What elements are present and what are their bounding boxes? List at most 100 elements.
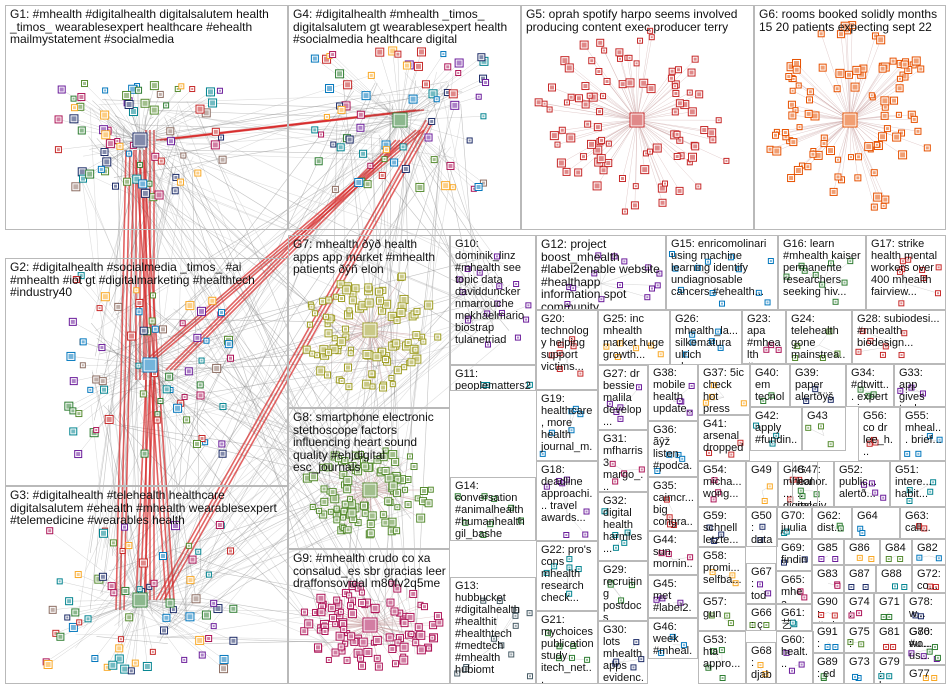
group-label: G49: [751, 464, 774, 476]
group-label: G12: project boost_mhealth #label2enable…: [541, 238, 662, 310]
group-box-g26: G26: mhealth_la... silkematura ulrich eb…: [670, 310, 742, 365]
group-label: G6: rooms booked solidly months 15 20 pa…: [759, 8, 942, 33]
group-label: G40: em tecnolo... móveis saúde...: [755, 367, 786, 407]
group-box-g63: G63: call...: [900, 507, 946, 539]
group-box-g45: G45: met #label2...: [648, 575, 698, 618]
group-label: G23: apa #mhealth #anger #ptsd...: [747, 313, 782, 364]
group-box-g41: G41: arsenal dropped...: [698, 415, 750, 461]
group-label: G68: djab...: [751, 645, 772, 684]
group-label: G43: [807, 410, 842, 422]
group-label: G73: [849, 656, 870, 668]
group-box-g50: G50: data miss...: [746, 507, 778, 547]
group-label: G79: ban...: [879, 656, 900, 684]
group-box-g48: G48: mheal... digital...: [778, 461, 818, 507]
group-box-g43: G43: [802, 407, 846, 451]
group-label: G16: learn #mhealth kaiser permanente re…: [783, 238, 862, 298]
group-label: G70: juulia...: [781, 510, 808, 539]
group-label: G81: [879, 626, 900, 638]
group-label: G52: public... alertð...: [839, 464, 886, 500]
group-box-g79: G79: ban...: [874, 653, 904, 684]
group-box-g64: G64: [852, 507, 900, 539]
group-label: G80: wo...: [909, 626, 942, 650]
group-label: G21: mychoices publication study itech_n…: [541, 614, 594, 684]
group-label: G8: smartphone electronic stethoscope fa…: [293, 411, 446, 474]
group-box-g59: G59: schnell letzte...: [698, 507, 746, 547]
group-label: G15: enricomolinari using machine learni…: [671, 238, 774, 298]
group-box-g33: G33: app gives tools...: [894, 364, 946, 407]
group-label: G85: [817, 542, 840, 554]
group-label: G3: #digitalhealth #telehealth healthcar…: [10, 489, 284, 527]
group-label: G22: pro's cons mhealth research check..…: [541, 544, 594, 604]
group-box-g7: G7: mhealth ðŷð health apps app market #…: [288, 235, 450, 408]
group-box-g13: G13: hubbucket #digitalhealth #healthit …: [450, 577, 536, 684]
group-label: G60: healt...: [781, 634, 810, 670]
group-box-g74: G74: one...: [844, 593, 874, 623]
group-label: G41: arsenal dropped...: [703, 418, 746, 461]
group-box-g38: G38: mobile health update...: [648, 364, 698, 421]
group-label: G51: intere... habit...: [895, 464, 942, 500]
group-label: G46: week #mheal...: [653, 621, 694, 659]
group-label: G28: subiodesi... #mhealth biodesign...: [857, 313, 942, 349]
group-label: G38: mobile health update...: [653, 367, 694, 421]
group-label: G9: #mhealth crudo co xa consalud_es sbr…: [293, 552, 446, 590]
group-box-g34: G34: #dtwitt... expert aimam...: [846, 364, 894, 407]
group-label: G74: one...: [849, 596, 870, 623]
group-label: G42: apply #fundin...: [755, 410, 798, 451]
group-label: G14: conversation #animalhealth #humanhe…: [455, 480, 532, 541]
group-box-g87: G87: [844, 565, 876, 593]
group-box-g30: G30: lots mhealth apps evidenc...: [598, 621, 648, 684]
group-box-g19: G19: healthcare, more health journal_m..…: [536, 390, 598, 461]
group-box-g31: G31: mfharris3 margo_... health...: [598, 430, 648, 492]
group-label: G24: telehealth gone mainstrea...: [791, 313, 848, 364]
group-box-g4: G4: #digitalhealth #mhealth _timos_ digi…: [288, 5, 521, 230]
group-box-g57: G57: gun: [698, 593, 746, 631]
group-label: G11: peoplematters2: [455, 368, 532, 391]
group-label: G64: [857, 510, 896, 522]
group-box-g11: G11: peoplematters2: [450, 365, 536, 391]
group-box-g81: G81: [874, 623, 904, 653]
group-box-g60: G60: healt...: [776, 631, 814, 684]
group-label: G25: inc mhealth market huge growth...: [603, 313, 666, 361]
group-box-g72: G72: co...: [912, 565, 946, 593]
group-label: G90: #mh...: [817, 596, 840, 623]
group-box-g77: G77: [904, 665, 946, 684]
group-box-g17: G17: strike health mental workers over 4…: [866, 235, 946, 310]
group-label: G91: pre...: [817, 626, 840, 653]
group-box-g46: G46: week #mheal...: [648, 618, 698, 659]
group-box-g3: G3: #digitalhealth #telehealth healthcar…: [5, 486, 288, 684]
group-box-g36: G36: ãŷž listen #podca... mhealth...: [648, 421, 698, 477]
group-label: G39: paper alertðÿš very...: [795, 367, 842, 407]
group-label: G61: 艺典...: [781, 607, 808, 631]
group-label: G88: [881, 568, 908, 580]
group-box-g22: G22: pro's cons mhealth research check..…: [536, 541, 598, 611]
group-label: G1: #mhealth #digitalhealth digitalsalut…: [10, 8, 284, 46]
group-box-g56: G56: co dr lee_h...: [858, 407, 900, 461]
group-label: G58: promi... selfba...: [703, 550, 742, 586]
group-label: G19: healthcare, more health journal_m..…: [541, 393, 594, 461]
group-box-g53: G53: hta appro...: [698, 631, 746, 684]
group-label: G26: mhealth_la... silkematura ulrich eb…: [675, 313, 738, 365]
group-box-g84: G84: [880, 539, 912, 565]
group-label: G37: 5ic check hot press septem...: [703, 367, 746, 415]
group-box-g89: G89: ed: [812, 653, 844, 684]
group-label: G2: #digitalhealth #socialmedia _timos_ …: [10, 261, 284, 299]
group-label: G4: #digitalhealth #mhealth _timos_ digi…: [293, 8, 517, 46]
group-label: G62: dist...: [817, 510, 848, 534]
group-label: G55: mheal... brief...: [905, 410, 942, 446]
group-label: G29: recruiting postdocs wustlm...: [603, 564, 644, 621]
group-label: G34: #dtwitt... expert aimam...: [851, 367, 890, 407]
group-box-g73: G73: [844, 653, 874, 684]
group-label: G30: lots mhealth apps evidenc...: [603, 624, 644, 684]
group-box-g54: G54: micha... wong...: [698, 461, 746, 507]
group-box-g5: G5: oprah spotify harpo seems involved p…: [521, 5, 754, 230]
group-label: G65: mhea...: [781, 574, 808, 604]
group-box-g86: G86: [844, 539, 880, 565]
group-box-g39: G39: paper alertðÿš very...: [790, 364, 846, 407]
group-box-g62: G62: dist...: [812, 507, 852, 539]
group-label: G86: [849, 542, 876, 554]
group-label: G10: dominik_linz #mhealth see topic dat…: [455, 238, 532, 346]
group-label: G59: schnell letzte...: [703, 510, 742, 546]
group-box-g14: G14: conversation #animalhealth #humanhe…: [450, 477, 536, 541]
group-box-g83: G83: [812, 565, 844, 593]
